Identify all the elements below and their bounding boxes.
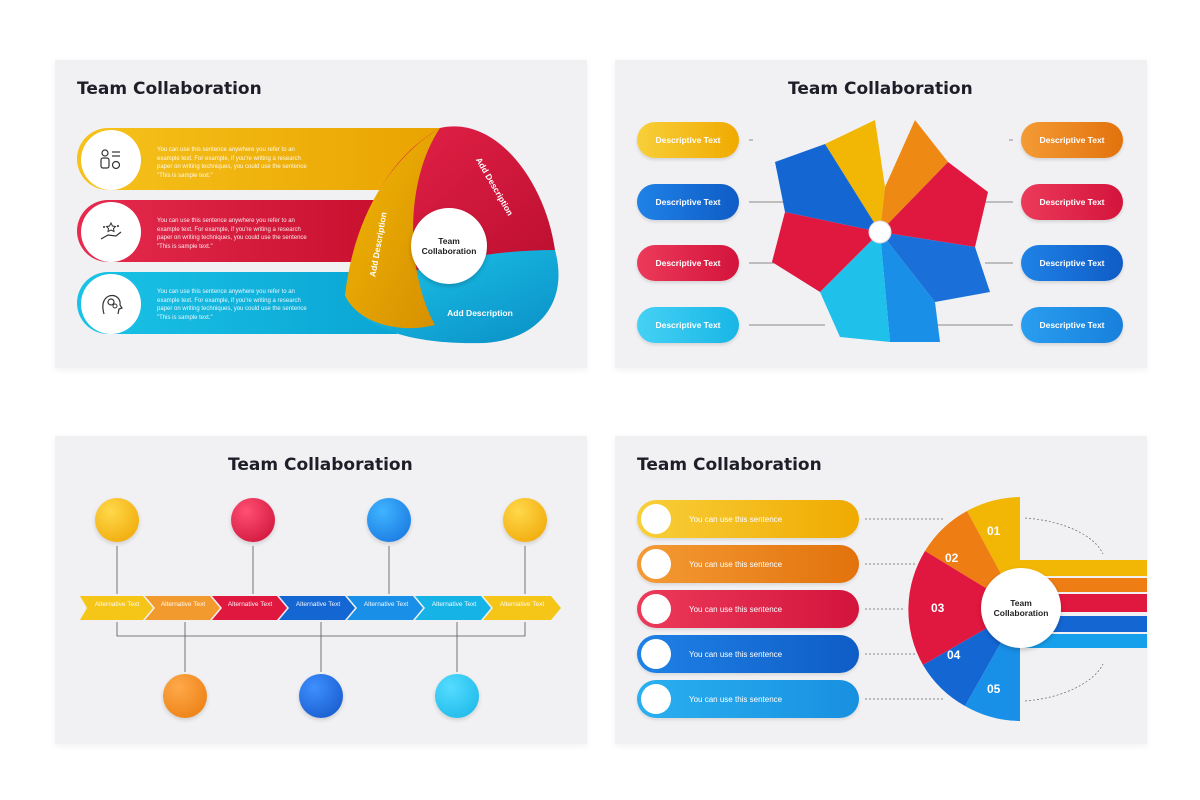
right-pill-3: Descriptive Text [1021, 245, 1123, 281]
slide-title: Team Collaboration [788, 79, 973, 99]
globe-icon [641, 594, 671, 624]
slide-4: Team Collaboration You can use this sent… [615, 436, 1147, 744]
node-ball-4 [503, 498, 547, 542]
num-04: 04 [947, 648, 961, 662]
venn-center: Team Collaboration [411, 208, 487, 284]
right-pill-4: Descriptive Text [1021, 307, 1123, 343]
briefcase-icon [641, 504, 671, 534]
timeline [80, 546, 561, 672]
slide-title: Team Collaboration [228, 455, 413, 475]
fan-diagram [865, 497, 1147, 721]
num-05: 05 [987, 682, 1001, 696]
arrow-label-4: Alternative Text [295, 601, 341, 608]
left-pill-3: Descriptive Text [637, 245, 739, 281]
right-pill-1: Descriptive Text [1021, 122, 1123, 158]
head-gears-icon [81, 274, 141, 334]
team-icon [81, 130, 141, 190]
right-pill-2: Descriptive Text [1021, 184, 1123, 220]
row-text-2: You can use this sentence anywhere you r… [157, 218, 307, 250]
row-text: You can use this sentence [689, 514, 783, 524]
arrow-label-6: Alternative Text [431, 601, 477, 608]
left-pill-2: Descriptive Text [637, 184, 739, 220]
row-4: You can use this sentence [637, 635, 859, 673]
row-text: You can use this sentence [689, 559, 783, 569]
venn-yellow [345, 128, 440, 329]
arrow-label-2: Alternative Text [160, 601, 206, 608]
arrow-label-3: Alternative Text [227, 601, 273, 608]
venn-label-3: Add Description [447, 308, 513, 318]
row-2: You can use this sentence [637, 545, 859, 583]
node-ball-5 [163, 674, 207, 718]
building-icon [641, 639, 671, 669]
left-pill-1: Descriptive Text [637, 122, 739, 158]
row-text: You can use this sentence [689, 604, 783, 614]
node-ball-7 [435, 674, 479, 718]
row-text: You can use this sentence [689, 649, 783, 659]
venn-diagram: Add Description Add Description Add Desc… [345, 126, 559, 344]
fan-center: Team Collaboration [981, 568, 1061, 648]
left-pill-4: Descriptive Text [637, 307, 739, 343]
slide-title: Team Collaboration [637, 455, 822, 475]
row-text-3: You can use this sentence anywhere you r… [157, 289, 307, 321]
row-5: You can use this sentence [637, 680, 859, 718]
handshake-icon [641, 684, 671, 714]
node-ball-2 [231, 498, 275, 542]
num-03: 03 [931, 601, 945, 615]
row-1: You can use this sentence [637, 500, 859, 538]
slide-2: Team Collaboration Descriptive Text Desc… [615, 60, 1147, 368]
node-ball-6 [299, 674, 343, 718]
node-ball-3 [367, 498, 411, 542]
slide-3: Team Collaboration Alternative Text Alte… [55, 436, 587, 744]
star-diagram [749, 120, 1013, 342]
checklist-icon [641, 549, 671, 579]
row-text-1: You can use this sentence anywhere you r… [157, 147, 307, 179]
slide-1: Team Collaboration Add Description Add D… [55, 60, 587, 368]
arrow-label-5: Alternative Text [363, 601, 409, 608]
row-3: You can use this sentence [637, 590, 859, 628]
row-text: You can use this sentence [689, 694, 783, 704]
arrow-label-1: Alternative Text [94, 601, 140, 608]
node-ball-1 [95, 498, 139, 542]
slide-title: Team Collaboration [77, 79, 262, 99]
hand-stars-icon [81, 202, 141, 262]
num-02: 02 [945, 551, 959, 565]
num-01: 01 [987, 524, 1001, 538]
arrow-label-7: Alternative Text [499, 601, 545, 608]
